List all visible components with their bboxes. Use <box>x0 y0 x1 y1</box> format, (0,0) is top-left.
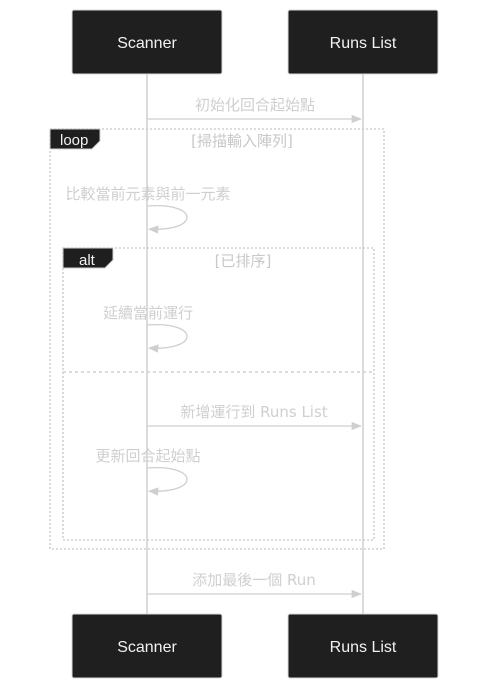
loop-frame-label: loop <box>60 132 88 149</box>
scanner-actor-bottom: Scanner <box>71 613 223 679</box>
message-extend-label: 延續當前運行 <box>103 304 193 322</box>
runs-list-actor-bottom-label: Runs List <box>330 639 397 656</box>
message-update-start-label: 更新回合起始點 <box>95 447 200 465</box>
message-add-last-label: 添加最後一個 Run <box>192 571 316 589</box>
alt-frame-label-box <box>62 247 114 269</box>
loop-frame: loop [掃描輸入陣列] <box>49 128 385 550</box>
message-add-run-label: 新增運行到 Runs List <box>180 403 327 421</box>
message-compare-label: 比較當前元素與前一元素 <box>65 185 230 203</box>
scanner-actor-top: Scanner <box>71 9 223 75</box>
scanner-actor-top-label: Scanner <box>117 35 177 52</box>
message-init-start-label: 初始化回合起始點 <box>195 96 315 114</box>
alt-frame-label: alt <box>79 252 96 269</box>
runs-list-actor-top: Runs List <box>287 9 439 75</box>
scanner-actor-bottom-label: Scanner <box>117 639 177 656</box>
loop-frame-label-box <box>49 128 101 150</box>
runs-list-actor-bottom: Runs List <box>287 613 439 679</box>
message-compare-arrow <box>146 205 188 234</box>
runs-list-actor-top-label: Runs List <box>330 35 397 52</box>
loop-frame-condition: [掃描輸入陣列] <box>191 132 293 150</box>
alt-frame-condition: [已排序] <box>215 252 272 270</box>
alt-frame: alt [已排序] <box>62 247 375 541</box>
message-update-start-arrow <box>146 467 188 496</box>
message-extend-arrow <box>146 324 188 353</box>
